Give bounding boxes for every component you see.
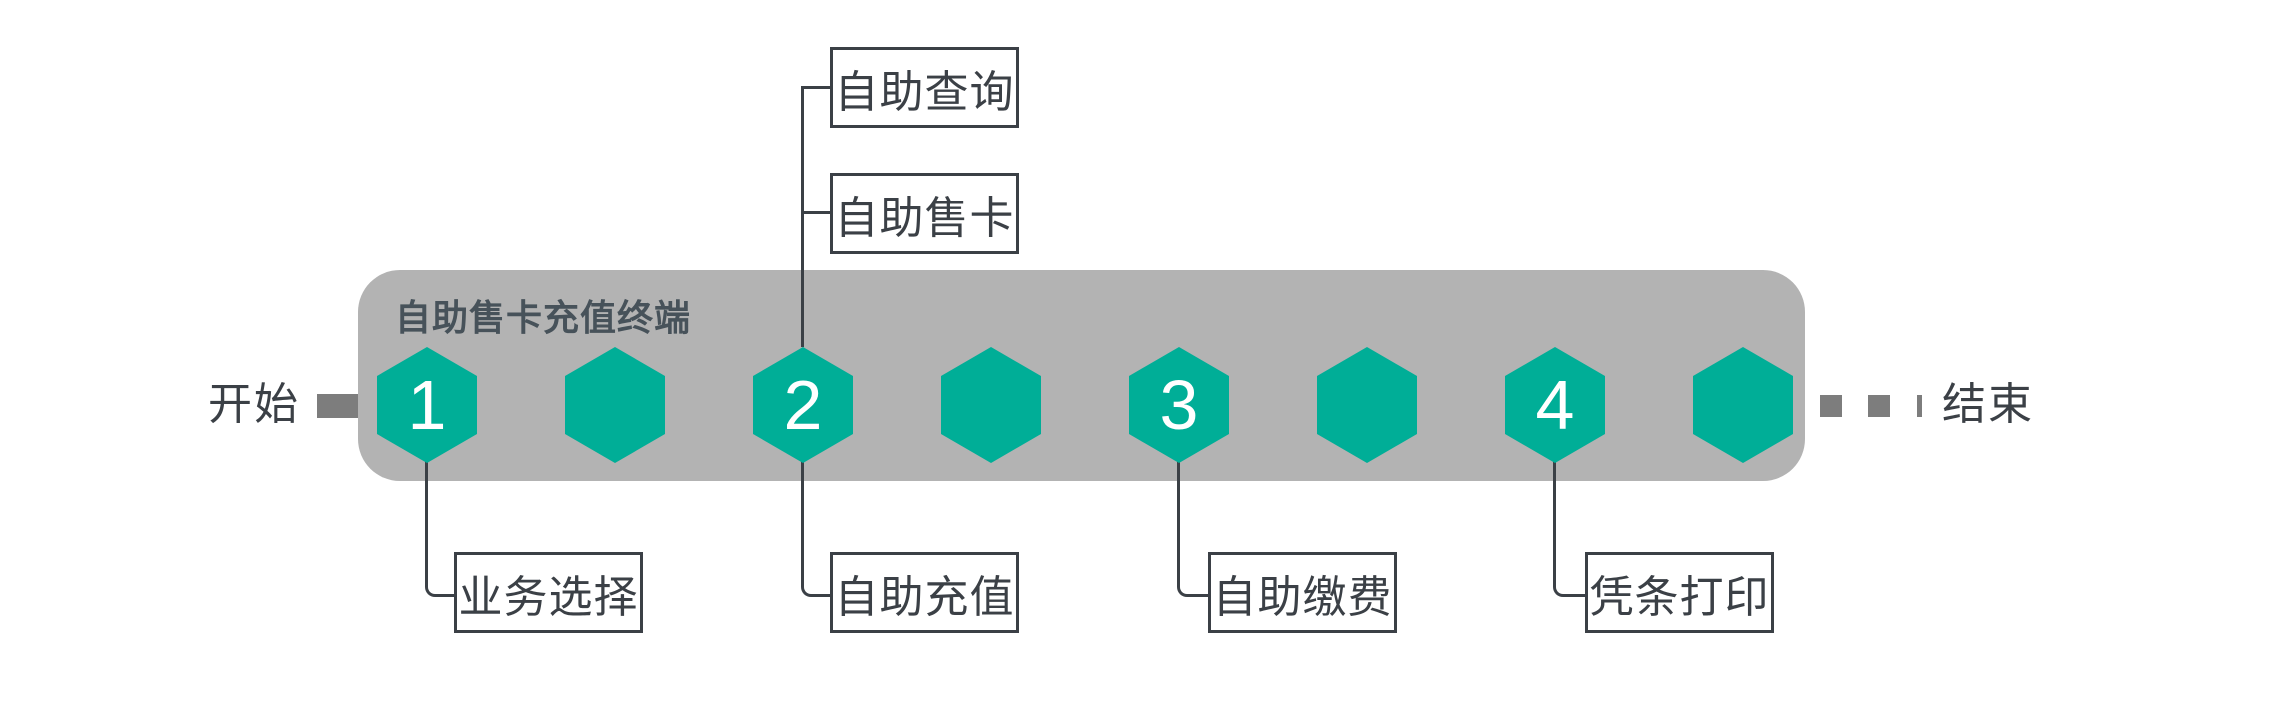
label-box-self-query: 自助查询: [830, 47, 1019, 128]
connector-hex1-down-line: [425, 461, 458, 597]
end-label: 结束: [1942, 380, 2034, 429]
label-box-self-recharge: 自助充值: [830, 552, 1019, 633]
end-dash-thin: [1917, 395, 1922, 417]
start-label: 开始: [208, 380, 300, 429]
label-box-self-payment: 自助缴费: [1208, 552, 1397, 633]
label-box-receipt-print: 凭条打印: [1585, 552, 1774, 633]
connector-hex2-up-line: [801, 86, 804, 347]
label-box-self-card-sale: 自助售卡: [830, 173, 1019, 254]
connector-stub-query-box: [801, 86, 831, 89]
hexagon-step-1: 1: [377, 347, 477, 463]
connector-hex3-down-line: [1177, 461, 1212, 597]
connector-hex4-down-line: [1553, 461, 1589, 597]
connector-hex2-down-line: [801, 461, 834, 597]
end-dash-square-1: [1820, 395, 1842, 417]
connector-stub-sale-box: [801, 211, 831, 214]
end-dash-square-2: [1868, 395, 1890, 417]
hexagon-step-2: 2: [753, 347, 853, 463]
label-box-service-selection: 业务选择: [454, 552, 643, 633]
terminal-group-title: 自助售卡充值终端: [395, 297, 692, 338]
hexagon-plain: [565, 347, 665, 463]
